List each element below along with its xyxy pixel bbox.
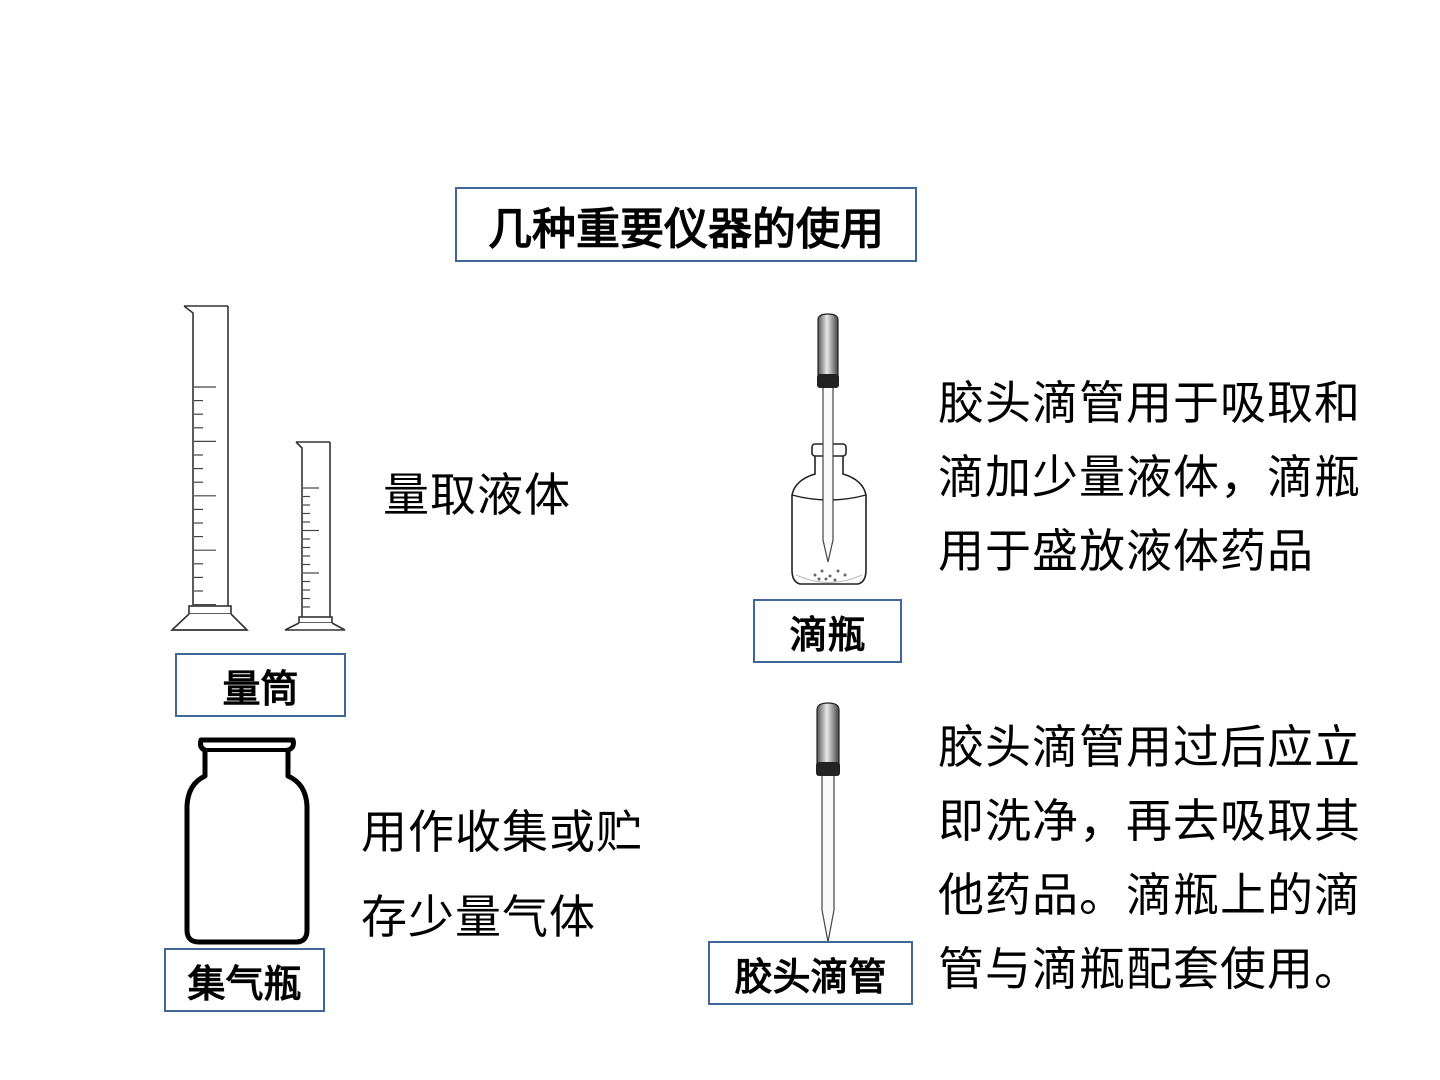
dropper-bottle-label: 滴瓶 (753, 599, 902, 663)
dropper-desc-line: 他药品。滴瓶上的滴 (938, 868, 1361, 922)
gas-bottle-desc-line: 存少量气体 (361, 890, 596, 944)
page-title-text: 几种重要仪器的使用 (488, 203, 884, 255)
dropper-bottle-desc-line: 滴加少量液体，滴瓶 (938, 450, 1361, 504)
gas-bottle-desc-line: 用作收集或贮 (361, 805, 643, 859)
dropper-bottle-description: 胶头滴管用于吸取和 滴加少量液体，滴瓶 用于盛放液体药品 (938, 366, 1361, 588)
gas-bottle-label-text: 集气瓶 (187, 961, 302, 1006)
cylinder-desc-line: 量取液体 (383, 468, 571, 522)
cylinder-label-text: 量筒 (222, 666, 299, 711)
dropper-desc-line: 胶头滴管用过后应立 (938, 720, 1361, 774)
dropper-desc-line: 即洗净，再去吸取其 (938, 794, 1361, 848)
dropper-desc-line: 管与滴瓶配套使用。 (938, 942, 1361, 996)
gas-bottle-description: 用作收集或贮 存少量气体 (361, 790, 643, 960)
cylinder-label: 量筒 (175, 653, 346, 717)
page-title: 几种重要仪器的使用 (455, 187, 917, 262)
cylinder-description: 量取液体 (383, 458, 571, 532)
dropper-bottle-desc-line: 用于盛放液体药品 (938, 524, 1314, 578)
dropper-label-text: 胶头滴管 (734, 954, 887, 999)
dropper-label: 胶头滴管 (708, 941, 913, 1005)
gas-bottle-label: 集气瓶 (164, 948, 325, 1012)
dropper-bottle-label-text: 滴瓶 (789, 612, 866, 657)
dropper-bottle-desc-line: 胶头滴管用于吸取和 (938, 376, 1361, 430)
dropper-description: 胶头滴管用过后应立 即洗净，再去吸取其 他药品。滴瓶上的滴 管与滴瓶配套使用。 (938, 710, 1361, 1006)
